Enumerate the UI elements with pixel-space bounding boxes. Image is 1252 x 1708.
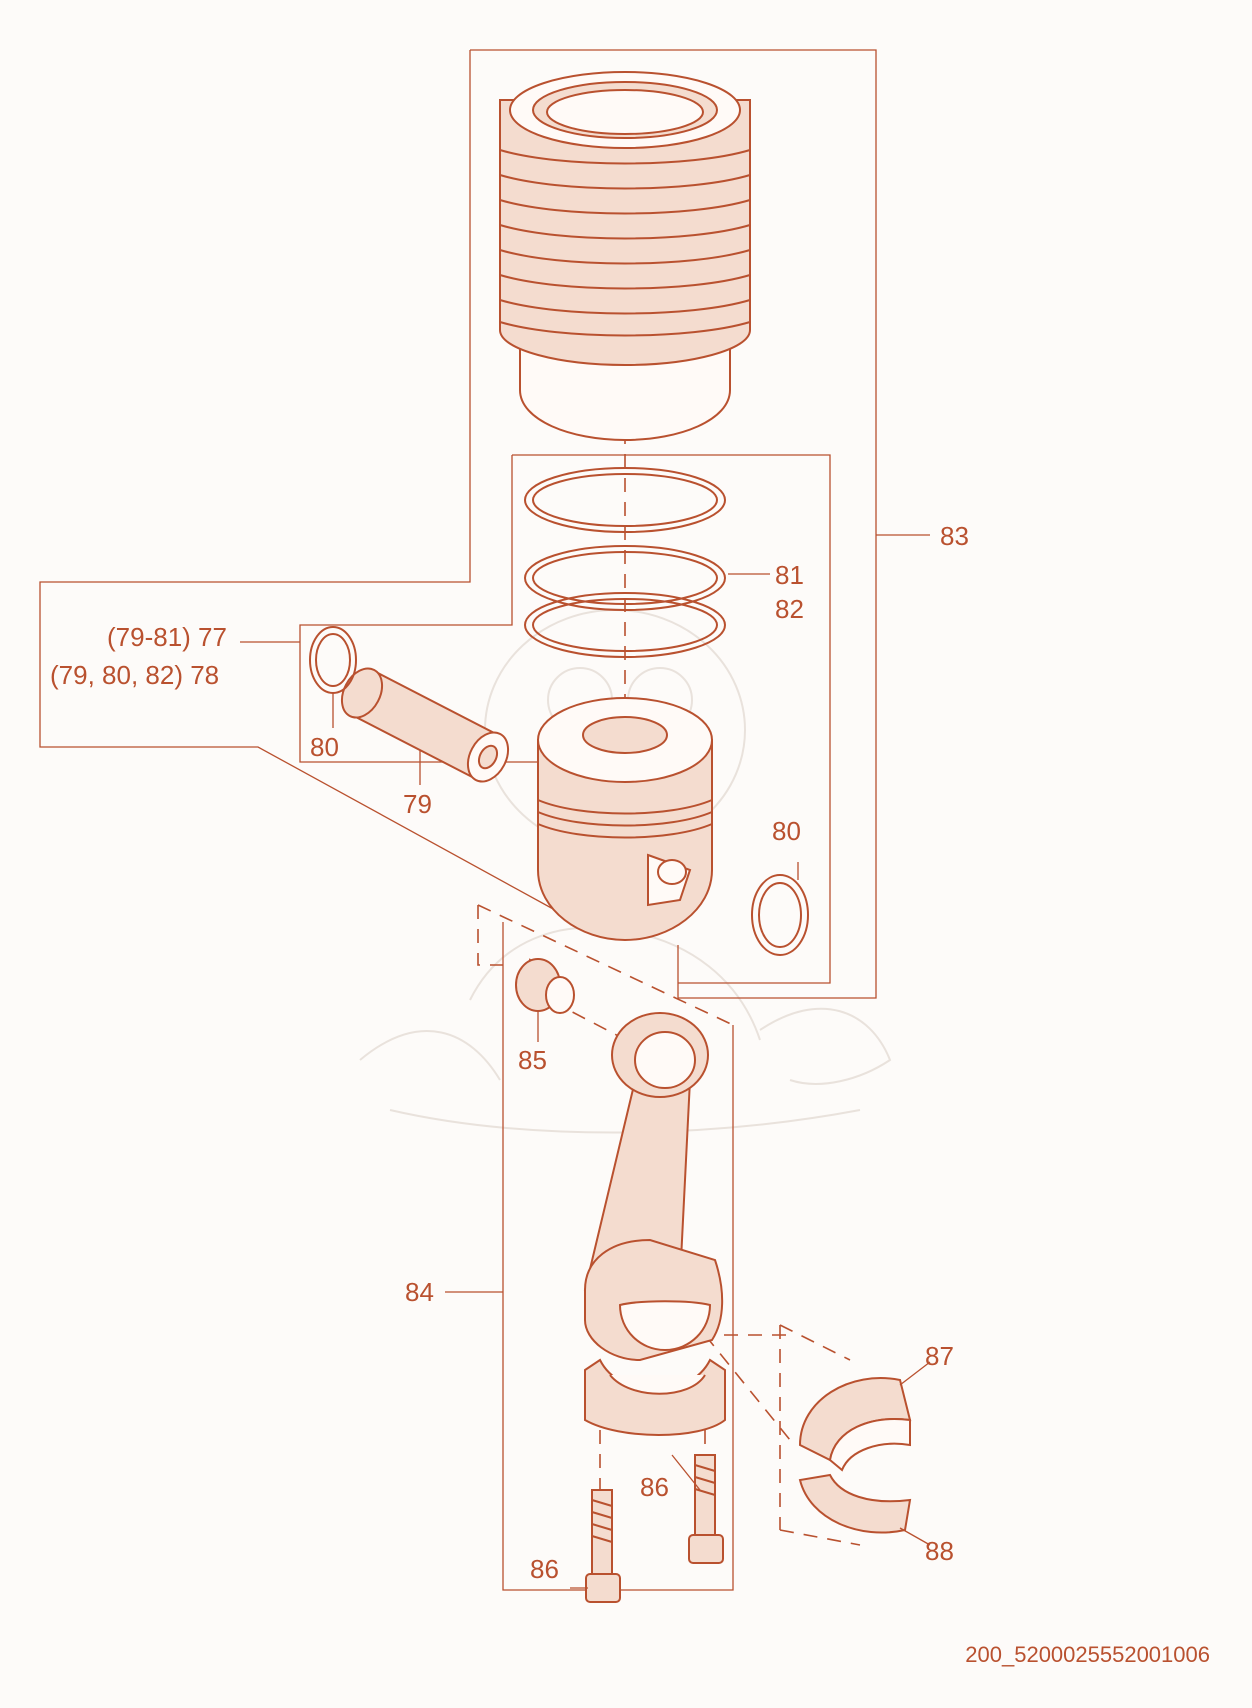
assembly-frame-83 <box>39 49 930 999</box>
label-80-left: 80 <box>310 732 339 762</box>
bearing-shell-upper <box>798 1377 912 1472</box>
label-81: 81 <box>775 560 804 590</box>
cylinder-fins <box>499 149 751 337</box>
label-85: 85 <box>518 1045 547 1075</box>
rod-cap <box>584 1358 726 1436</box>
piston-pin <box>340 667 510 783</box>
label-79: 79 <box>403 789 432 819</box>
diagram-reference: 200_5200025552001006 <box>965 1642 1210 1667</box>
label-87: 87 <box>925 1341 954 1371</box>
label-83: 83 <box>940 521 969 551</box>
bearing-shell-lower <box>798 1473 912 1534</box>
label-88: 88 <box>925 1536 954 1566</box>
label-80-right: 80 <box>772 816 801 846</box>
label-82: 82 <box>775 594 804 624</box>
piston <box>537 697 713 942</box>
label-84: 84 <box>405 1277 434 1307</box>
connecting-rod <box>583 1012 726 1436</box>
callout-labels: 83 81 82 (79-81) 77 (79, 80, 82) 78 80 7… <box>50 521 969 1584</box>
leader-lines <box>332 573 931 1589</box>
label-78: (79, 80, 82) 78 <box>50 660 219 690</box>
cylinder <box>499 71 751 442</box>
label-86-lower: 86 <box>530 1554 559 1584</box>
bearing-shell-frame <box>779 1324 861 1546</box>
label-86-upper: 86 <box>640 1472 669 1502</box>
assembly-frame-77-78 <box>240 454 831 984</box>
bushing <box>515 958 575 1014</box>
bolt-right <box>688 1454 724 1564</box>
piston-rings <box>524 467 726 658</box>
circlip-left <box>309 626 357 694</box>
circlip-right <box>751 874 809 956</box>
label-77: (79-81) 77 <box>107 622 227 652</box>
bolt-left <box>585 1489 621 1603</box>
assembly-frame-84 <box>445 904 734 1591</box>
